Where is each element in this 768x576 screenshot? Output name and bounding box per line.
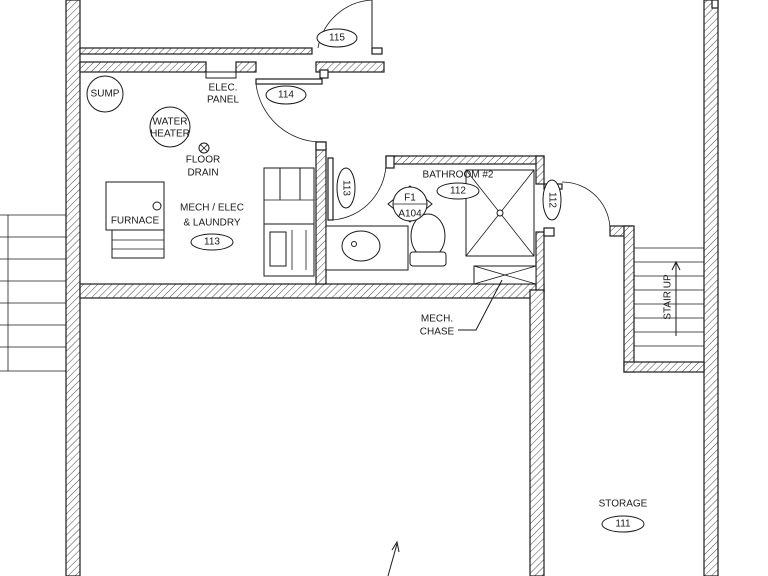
mech-top-wall-right — [315, 61, 385, 73]
furnace-base — [111, 229, 165, 259]
water-heater-label-1: WATER — [153, 117, 188, 128]
bath-right-wall-top — [535, 155, 545, 185]
door-114-swing — [255, 83, 321, 143]
mech-room-name-1: MECH / ELEC — [180, 203, 244, 214]
corridor-wall-left — [79, 47, 313, 55]
storage-left-wall — [529, 289, 545, 576]
stair-label: STAIR UP — [663, 274, 674, 320]
bath-top-wall — [385, 155, 545, 165]
door113-jamb — [315, 141, 327, 151]
door-114-number: 114 — [278, 90, 294, 101]
door-114-leaf — [255, 78, 323, 85]
floor-drain-label-1: FLOOR — [186, 155, 220, 166]
furnace-label: FURNACE — [111, 216, 160, 227]
bathroom-tag — [436, 182, 480, 200]
left-exterior-wall — [65, 0, 81, 576]
interior-stair: STAIR UP — [634, 247, 704, 347]
storage-room-number: 111 — [615, 519, 631, 530]
elec-panel-label-1: ELEC. — [209, 83, 238, 94]
section-cut-arrow — [387, 540, 400, 576]
door-112-tag — [542, 179, 562, 221]
mech-top-wall-left — [79, 61, 207, 73]
door-112-swing — [561, 181, 611, 233]
shower-drain-icon — [496, 209, 504, 217]
walls — [65, 0, 719, 576]
section-marker: F1 A104 — [387, 185, 433, 223]
mech-fixtures: SUMP ELEC. PANEL WATER HEATER FLOOR DRAI… — [86, 71, 315, 277]
bath-right-wall-bottom — [535, 231, 545, 293]
door-112-number: 112 — [546, 192, 557, 208]
bathroom: F1 A104 BATHROOM #2 112 — [325, 169, 535, 271]
storage-room-name: STORAGE — [599, 499, 648, 510]
sink-bowl-icon — [341, 230, 381, 262]
mech-top-wall-mid — [235, 61, 257, 73]
sump-label: SUMP — [91, 89, 120, 100]
door-114-tag — [265, 85, 307, 105]
elec-panel-label-2: PANEL — [207, 95, 239, 106]
door-113-tag — [336, 167, 356, 209]
mech-top-wall-cap — [319, 69, 329, 79]
door-113-number: 113 — [340, 180, 351, 196]
section-marker-top: F1 — [404, 193, 416, 204]
section-marker-bottom: A104 — [398, 209, 422, 220]
floor-drain-label-2: DRAIN — [187, 168, 218, 179]
right-wall-edge — [711, 0, 719, 9]
mech-chase-label-2: CHASE — [420, 327, 455, 338]
mech-chase-leader — [458, 279, 503, 331]
floor-drain-icon — [198, 142, 210, 154]
stair-bottom-wall — [623, 361, 705, 373]
door-115-tag — [316, 28, 358, 48]
mech-chase-label-1: MECH. — [421, 314, 453, 325]
mech-bottom-wall — [79, 283, 545, 299]
mech-bath-wall — [315, 141, 327, 285]
bathroom-number: 112 — [450, 186, 466, 197]
furnace-flue — [152, 201, 162, 211]
mech-room-number: 113 — [204, 237, 220, 248]
mech-room-name-2: & LAUNDRY — [183, 218, 240, 229]
stair-left-wall — [623, 225, 635, 373]
toilet-icon — [409, 213, 447, 267]
corridor-wall-cap — [371, 47, 383, 55]
bathroom-name: BATHROOM #2 — [423, 170, 494, 181]
mech-room-label: MECH / ELEC & LAUNDRY 113 — [180, 203, 244, 251]
door-113-swing — [332, 159, 387, 221]
water-heater-circle — [149, 106, 191, 148]
elec-panel-box — [205, 71, 237, 79]
bath-right-jamb — [543, 227, 555, 237]
mech-room-tag — [190, 233, 234, 251]
bath-top-wall-cap — [385, 155, 395, 169]
storage-room-tag — [601, 515, 645, 533]
mech-chase: MECH. CHASE — [420, 265, 537, 338]
exterior-stair-left — [0, 214, 66, 372]
doors: 115 114 113 112 — [255, 0, 611, 233]
storage-room-label: STORAGE 111 — [599, 499, 648, 533]
sump-circle — [86, 75, 124, 113]
door-115-number: 115 — [329, 33, 345, 44]
right-exterior-wall — [703, 0, 719, 576]
water-heater-label-2: HEATER — [150, 129, 190, 140]
door-113-leaf — [327, 157, 334, 221]
washer-dryer-icon — [263, 167, 315, 277]
